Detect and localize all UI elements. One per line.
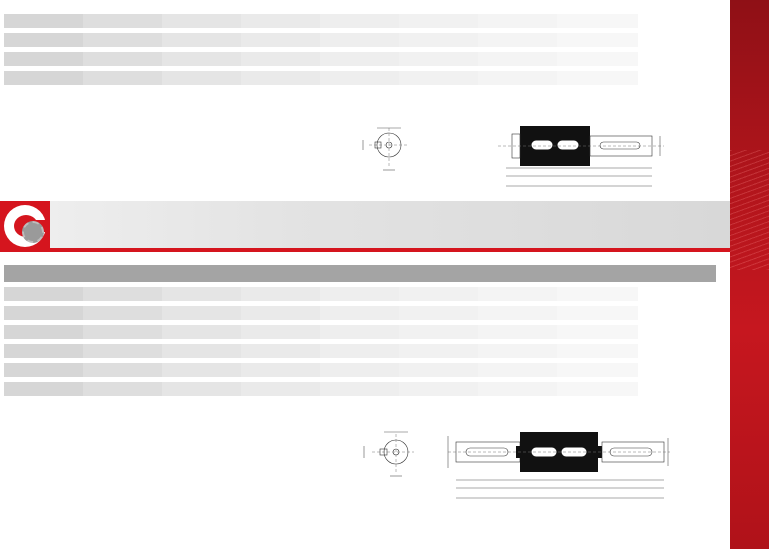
table-row bbox=[4, 325, 638, 339]
table-row bbox=[4, 363, 638, 377]
side-ribbon bbox=[730, 0, 769, 549]
table-row bbox=[4, 33, 638, 47]
double-shaft-end-view-drawing-icon bbox=[363, 431, 414, 477]
banner-red-line bbox=[0, 248, 730, 252]
table-row bbox=[4, 52, 638, 66]
side-ribbon-stripes bbox=[730, 150, 769, 270]
shaft-end-view-drawing-icon bbox=[362, 127, 409, 171]
gear-icon bbox=[22, 221, 44, 243]
double-shaft-side-view-drawing-icon bbox=[447, 432, 670, 499]
table-row bbox=[4, 382, 638, 396]
table-row bbox=[4, 344, 638, 358]
table-row bbox=[4, 14, 638, 28]
shaft-side-view-drawing-icon bbox=[498, 126, 664, 187]
section-banner bbox=[0, 201, 730, 249]
table-row bbox=[4, 71, 638, 85]
table-header-bar bbox=[4, 265, 716, 282]
table-row bbox=[4, 287, 638, 301]
table-row bbox=[4, 306, 638, 320]
